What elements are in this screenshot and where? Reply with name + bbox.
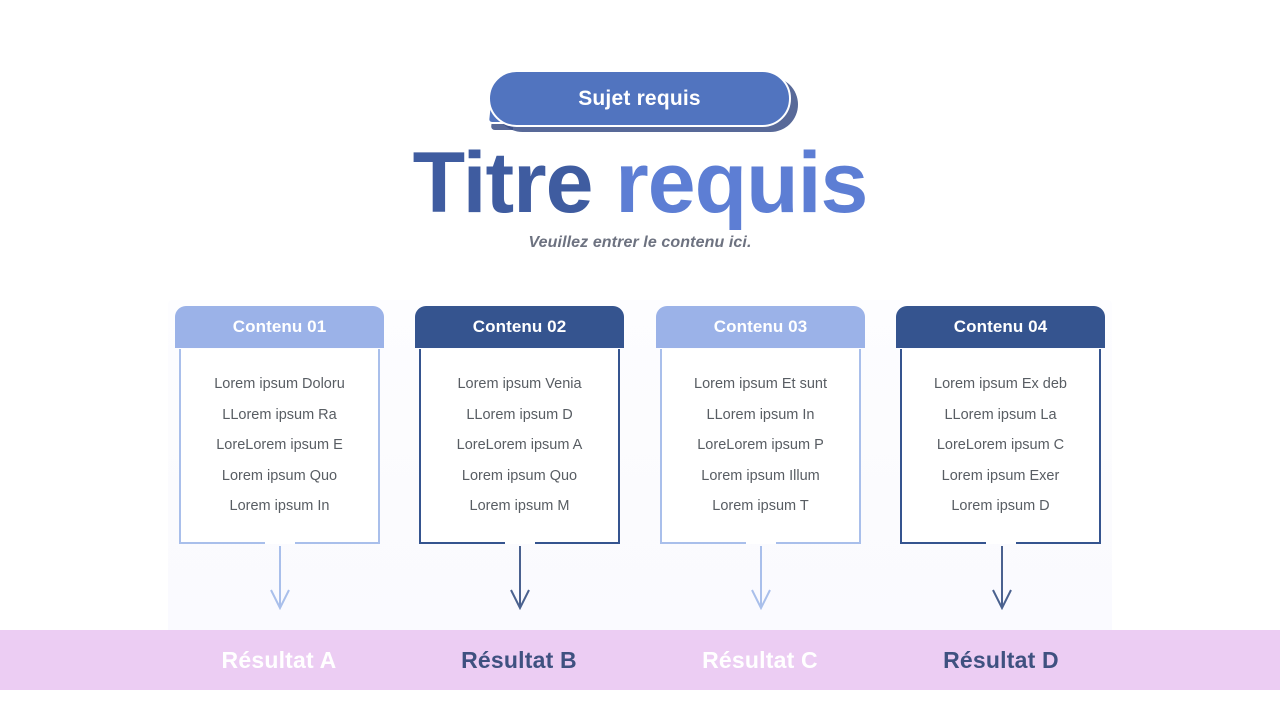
arrow-down-icon [269, 588, 291, 610]
badge-pill[interactable]: Sujet requis [488, 70, 791, 127]
content-card[interactable]: Contenu 03 Lorem ipsum Et sunt LLorem ip… [656, 306, 865, 544]
card-line: Lorem ipsum D [951, 498, 1050, 514]
content-card-group: Contenu 01 Lorem ipsum Doloru LLorem ips… [175, 306, 1105, 546]
card-header-label: Contenu 01 [232, 317, 327, 336]
content-card[interactable]: Contenu 04 Lorem ipsum Ex deb LLorem ips… [896, 306, 1105, 544]
results-band [0, 630, 1280, 690]
page-subtitle: Veuillez entrer le contenu ici. [528, 234, 752, 251]
card-line: Lorem ipsum Doloru [214, 376, 345, 392]
connector-line [760, 546, 762, 608]
card-header: Contenu 02 [415, 306, 624, 348]
arrow-down-icon [750, 588, 772, 610]
card-line: LoreLorem ipsum E [216, 437, 343, 453]
card-line: LLorem ipsum Ra [222, 406, 337, 423]
result-label: Résultat C [702, 646, 818, 673]
result-item[interactable]: Résultat C [645, 630, 875, 690]
result-label: Résultat B [461, 646, 577, 673]
result-label: Résultat A [221, 646, 337, 673]
result-label: Résultat D [943, 646, 1059, 673]
connector-line [519, 546, 521, 608]
card-body: Lorem ipsum Et sunt LLorem ipsum In Lore… [660, 349, 861, 544]
badge-label: Sujet requis [578, 86, 701, 110]
subject-badge[interactable]: Sujet requis [486, 70, 798, 132]
arrow-down-icon [509, 588, 531, 610]
card-header-label: Contenu 03 [713, 317, 808, 336]
connector-line [1001, 546, 1003, 608]
card-line: LLorem ipsum D [466, 406, 573, 423]
card-line: LoreLorem ipsum A [456, 437, 583, 453]
card-body: Lorem ipsum Venia LLorem ipsum D LoreLor… [419, 349, 620, 544]
card-line: LoreLorem ipsum C [936, 437, 1065, 453]
card-line: Lorem ipsum Exer [941, 467, 1060, 484]
card-line: Lorem ipsum Venia [457, 376, 582, 392]
card-line: LLorem ipsum In [706, 406, 815, 423]
card-line: Lorem ipsum Ex deb [934, 376, 1067, 392]
card-line: Lorem ipsum Quo [221, 467, 338, 484]
card-line: Lorem ipsum M [469, 498, 570, 514]
page-title-part-2: requis [615, 135, 868, 231]
card-body: Lorem ipsum Ex deb LLorem ipsum La LoreL… [900, 349, 1101, 544]
card-header: Contenu 03 [656, 306, 865, 348]
page-title-part-1: Titre [412, 135, 616, 231]
content-card[interactable]: Contenu 01 Lorem ipsum Doloru LLorem ips… [175, 306, 384, 544]
card-line: Lorem ipsum Quo [461, 467, 578, 484]
arrow-down-icon [991, 588, 1013, 610]
result-item[interactable]: Résultat A [164, 630, 394, 690]
result-item[interactable]: Résultat B [404, 630, 634, 690]
card-line: Lorem ipsum Illum [701, 467, 820, 484]
result-item[interactable]: Résultat D [886, 630, 1116, 690]
card-line: LLorem ipsum La [944, 406, 1057, 423]
card-header: Contenu 01 [175, 306, 384, 348]
card-line: Lorem ipsum Et sunt [694, 376, 827, 392]
card-header: Contenu 04 [896, 306, 1105, 348]
content-card[interactable]: Contenu 02 Lorem ipsum Venia LLorem ipsu… [415, 306, 624, 544]
page-title: Titre requis [0, 140, 1280, 226]
card-line: Lorem ipsum In [229, 498, 330, 514]
card-body: Lorem ipsum Doloru LLorem ipsum Ra LoreL… [179, 349, 380, 544]
card-line: LoreLorem ipsum P [697, 437, 824, 453]
card-line: Lorem ipsum T [712, 498, 809, 514]
connector-line [279, 546, 281, 608]
card-header-label: Contenu 02 [472, 317, 567, 336]
card-header-label: Contenu 04 [953, 317, 1048, 336]
